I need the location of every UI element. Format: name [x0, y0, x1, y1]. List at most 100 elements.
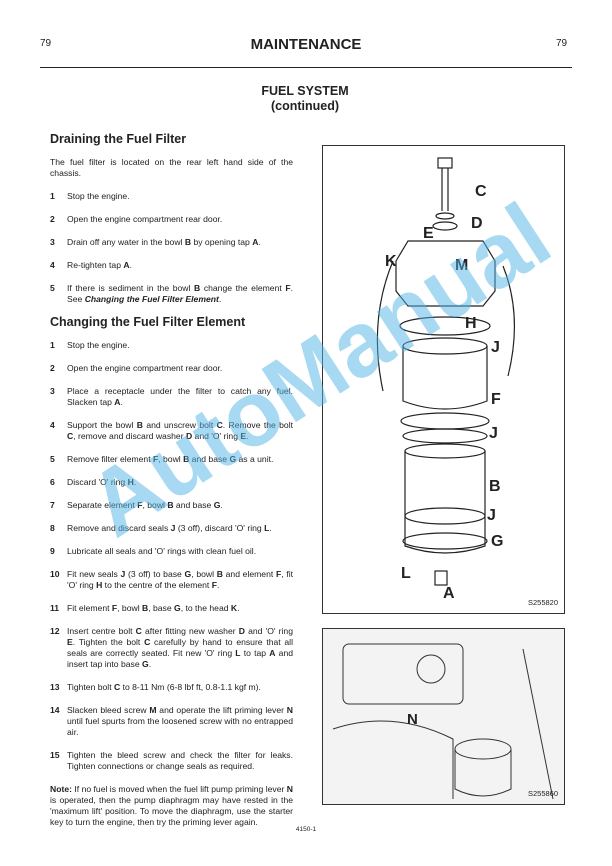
- step-number: 13: [50, 682, 60, 692]
- svg-text:J: J: [489, 425, 498, 442]
- svg-text:C: C: [475, 183, 487, 200]
- text-run: Re-tighten tap: [67, 260, 124, 270]
- text-run: , remove and discard washer: [73, 431, 186, 441]
- text-run: Open the engine compartment rear door.: [67, 214, 223, 224]
- section-heading-changing: Changing the Fuel Filter Element: [50, 315, 246, 329]
- svg-text:J: J: [491, 339, 500, 356]
- step-text: Fit element F, bowl B, base G, to the he…: [67, 603, 293, 614]
- svg-text:H: H: [465, 315, 477, 332]
- figure-priming-lever-photo: N S255860: [322, 628, 565, 805]
- step-number: 14: [50, 705, 60, 715]
- step-number: 5: [50, 283, 55, 293]
- step-item: 11 Fit element F, bowl B, base G, to the …: [50, 603, 293, 614]
- step-text: Discard 'O' ring H.: [67, 477, 293, 488]
- step-number: 10: [50, 569, 60, 579]
- text-run: and operate the lift priming lever: [156, 705, 287, 715]
- text-run: carefully by hand to ensure that all sea…: [67, 637, 293, 658]
- note-paragraph: Note: If no fuel is moved when the fuel …: [50, 784, 293, 828]
- text-column: Draining the Fuel Filter The fuel filter…: [50, 132, 293, 840]
- text-run: F: [111, 603, 118, 613]
- step-text: Open the engine compartment rear door.: [67, 363, 293, 374]
- text-run: B: [183, 454, 190, 464]
- text-run: . Tighten the bolt: [72, 637, 145, 647]
- footer-code: 4150-1: [295, 826, 317, 833]
- page-number-left: 79: [40, 38, 52, 49]
- step-item: 12 Insert centre bolt C after fitting new…: [50, 626, 293, 670]
- text-run: Fit new seals: [67, 569, 121, 579]
- text-run: A: [269, 648, 276, 658]
- text-run: Remove filter element: [67, 454, 153, 464]
- text-run: F: [211, 580, 217, 590]
- step-text: Stop the engine.: [67, 191, 293, 202]
- text-run: as a unit.: [236, 454, 274, 464]
- text-run: A: [252, 237, 259, 247]
- text-run: .: [220, 500, 223, 510]
- text-run: , bowl: [191, 569, 217, 579]
- step-text: Support the bowl B and unscrew bolt C. R…: [67, 420, 293, 442]
- svg-text:J: J: [487, 507, 496, 524]
- step-text: Fit new seals J (3 off) to base G, bowl …: [67, 569, 293, 591]
- figure-1-caption: S255820: [527, 598, 558, 607]
- text-run: Slacken bleed screw: [67, 705, 150, 715]
- note-label: Note:: [50, 784, 72, 794]
- text-run: F: [285, 283, 291, 293]
- text-run: Tighten bolt: [67, 682, 114, 692]
- text-run: L: [235, 648, 241, 658]
- text-run: G: [184, 569, 192, 579]
- text-run: to the centre of the element: [102, 580, 212, 590]
- text-run: (3 off), discard 'O' ring: [175, 523, 265, 533]
- text-run: Stop the engine.: [67, 191, 130, 201]
- text-run: Remove and discard seals: [67, 523, 171, 533]
- step-text: Tighten the bleed screw and check the fi…: [67, 750, 293, 772]
- text-run: A: [123, 260, 130, 270]
- step-text: Drain off any water in the bowl B by ope…: [67, 237, 293, 248]
- svg-text:B: B: [489, 478, 501, 495]
- step-text: Separate element F, bowl B and base G.: [67, 500, 293, 511]
- text-run: , bowl: [142, 500, 168, 510]
- text-run: G: [174, 603, 181, 613]
- intro-paragraph: The fuel filter is located on the rear l…: [50, 157, 293, 178]
- step-text: Remove filter element F, bowl B and base…: [67, 454, 293, 465]
- text-run: J: [120, 569, 126, 579]
- step-number: 11: [50, 603, 60, 613]
- step-text: Tighten bolt C to 8-11 Nm (6-8 lbf ft, 0…: [67, 682, 293, 693]
- text-run: and 'O' ring: [244, 626, 293, 636]
- text-run: .: [237, 603, 240, 613]
- section-heading-draining: Draining the Fuel Filter: [50, 132, 187, 146]
- text-run: Changing the Fuel Filter Element: [84, 294, 219, 304]
- svg-text:M: M: [455, 257, 468, 274]
- text-run: C: [67, 431, 74, 441]
- text-run: .: [246, 431, 249, 441]
- text-run: , base: [148, 603, 175, 613]
- text-run: , to the head: [180, 603, 231, 613]
- text-run: .: [148, 659, 152, 669]
- step-text: Insert centre bolt C after fitting new w…: [67, 626, 293, 670]
- text-run: Fit element: [67, 603, 112, 613]
- figure-2-caption: S255860: [527, 789, 558, 798]
- text-run: B: [167, 500, 174, 510]
- engine-drawing: N: [332, 643, 554, 800]
- text-run: .: [216, 580, 220, 590]
- text-run: C: [144, 637, 151, 647]
- text-run: H: [96, 580, 103, 590]
- step-text: Lubricate all seals and 'O' rings with c…: [67, 546, 293, 557]
- step-text: Open the engine compartment rear door.: [67, 214, 293, 225]
- page-header: MAINTENANCE: [250, 36, 362, 53]
- text-run: . Remove the bolt: [222, 420, 294, 430]
- step-number: 8: [50, 523, 55, 533]
- text-run: and 'O' ring: [192, 431, 241, 441]
- step-number: 12: [50, 626, 60, 636]
- text-run: A: [114, 397, 121, 407]
- text-run: B: [216, 569, 223, 579]
